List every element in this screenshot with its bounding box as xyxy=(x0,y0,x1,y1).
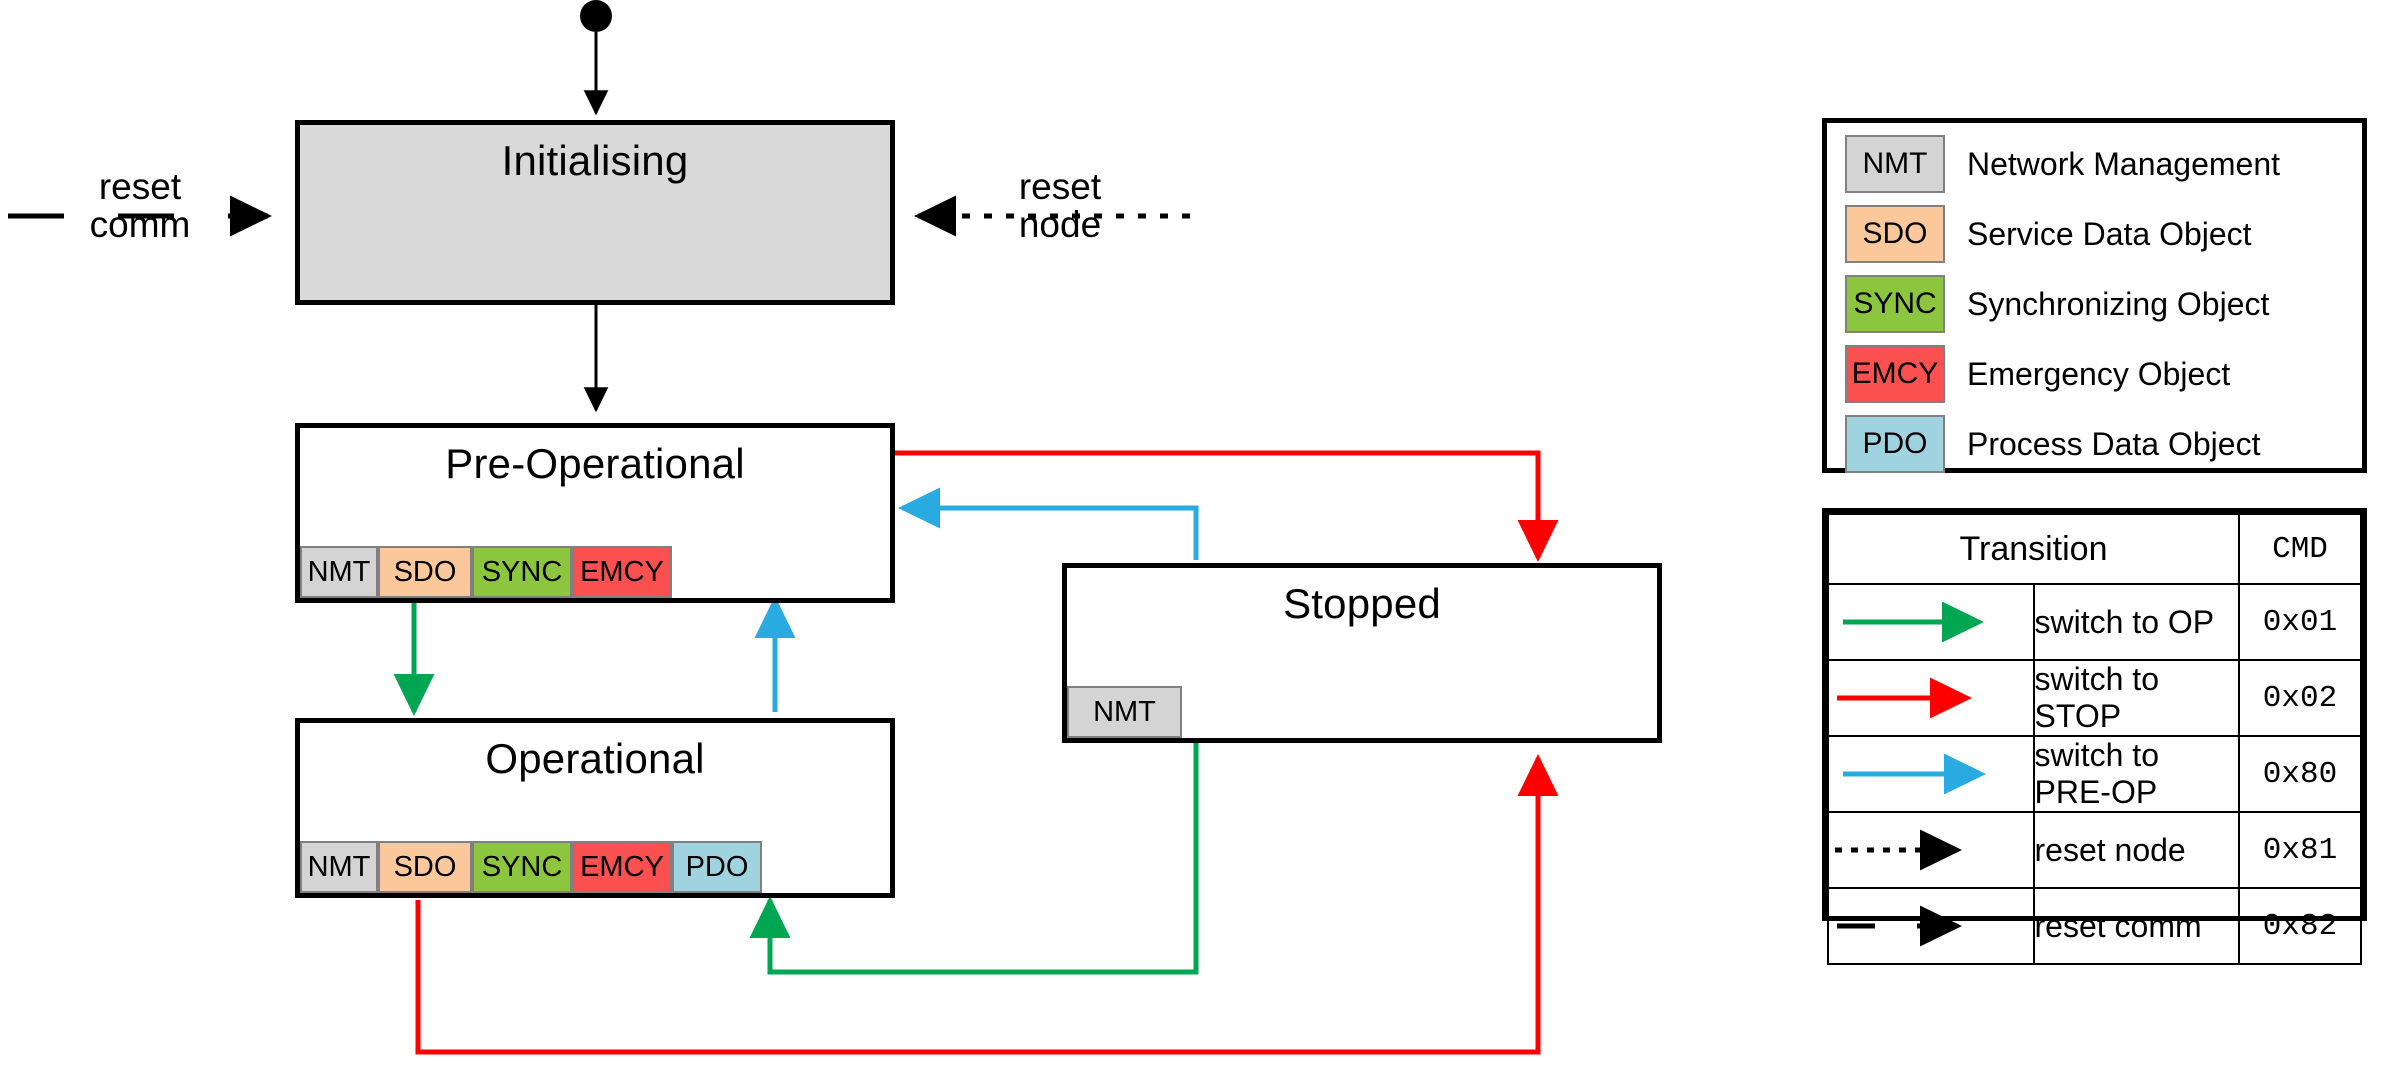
state-initialising[interactable]: Initialising xyxy=(295,120,895,305)
legend-swatch-nmt: NMT xyxy=(1845,135,1945,193)
legend-item: SDO Service Data Object xyxy=(1827,199,2362,269)
state-pre-operational-label: Pre-Operational xyxy=(445,440,745,487)
legend-label-sync: Synchronizing Object xyxy=(1967,285,2270,322)
state-operational-label: Operational xyxy=(485,735,705,782)
transition-arrow-swatch xyxy=(1827,735,2035,813)
transition-column-header: Transition xyxy=(1827,513,2240,585)
legend-item: EMCY Emergency Object xyxy=(1827,339,2362,409)
reset-comm-label-line1: reset xyxy=(98,166,182,207)
reset-node-label-line1: reset xyxy=(1018,166,1102,207)
reset-node-label-line2: node xyxy=(1018,204,1102,246)
service-chip-emcy: EMCY xyxy=(572,841,672,893)
reset-node-label: reset node xyxy=(960,166,1160,246)
state-operational[interactable]: Operational NMT SDO SYNC EMCY PDO xyxy=(295,718,895,898)
transition-table: Transition CMD switch to OP 0x01 xyxy=(1827,513,2362,965)
transition-label: reset node xyxy=(2032,811,2240,889)
legend-panel: NMT Network Management SDO Service Data … xyxy=(1822,118,2367,473)
transition-arrow-swatch xyxy=(1827,887,2035,965)
table-row: reset comm 0x82 xyxy=(1827,887,2362,965)
transition-label: switch to OP xyxy=(2032,583,2240,661)
operational-services: NMT SDO SYNC EMCY PDO xyxy=(300,841,762,893)
state-stopped[interactable]: Stopped NMT xyxy=(1062,563,1662,743)
transition-cmd: 0x01 xyxy=(2238,583,2362,661)
service-chip-nmt: NMT xyxy=(300,546,378,598)
initial-state-dot xyxy=(580,0,612,32)
state-pre-operational[interactable]: Pre-Operational NMT SDO SYNC EMCY xyxy=(295,423,895,603)
reset-comm-label-line2: comm xyxy=(89,204,191,246)
legend-item: SYNC Synchronizing Object xyxy=(1827,269,2362,339)
legend-label-sdo: Service Data Object xyxy=(1967,215,2252,252)
stopped-services: NMT xyxy=(1067,686,1182,738)
transition-arrow-swatch xyxy=(1827,583,2035,661)
service-chip-emcy: EMCY xyxy=(572,546,672,598)
table-header-row: Transition CMD xyxy=(1827,513,2362,585)
state-initialising-label: Initialising xyxy=(501,137,689,184)
transition-cmd: 0x80 xyxy=(2238,735,2362,813)
stopped-to-preop-blue-arrow xyxy=(897,487,1199,560)
reset-comm-label: reset comm xyxy=(40,166,240,246)
legend-label-emcy: Emergency Object xyxy=(1967,355,2231,392)
legend-item: PDO Process Data Object xyxy=(1827,409,2362,479)
preop-to-stopped-red-arrow xyxy=(890,450,1559,563)
legend-swatch-sdo: SDO xyxy=(1845,205,1945,263)
service-chip-nmt: NMT xyxy=(1067,686,1182,738)
legend-label-nmt: Network Management xyxy=(1967,145,2281,182)
service-chip-nmt: NMT xyxy=(300,841,378,893)
transition-cmd: 0x02 xyxy=(2238,659,2362,737)
transition-cmd: 0x82 xyxy=(2238,887,2362,965)
table-row: switch to PRE-OP 0x80 xyxy=(1827,735,2362,813)
legend-label-pdo: Process Data Object xyxy=(1967,425,2261,462)
pre-operational-services: NMT SDO SYNC EMCY xyxy=(300,546,672,598)
transition-label: switch to STOP xyxy=(2032,659,2240,737)
transition-label: reset comm xyxy=(2032,887,2240,965)
table-row: switch to STOP 0x02 xyxy=(1827,659,2362,737)
service-chip-sdo: SDO xyxy=(378,841,472,893)
table-row: reset node 0x81 xyxy=(1827,811,2362,889)
service-chip-sdo: SDO xyxy=(378,546,472,598)
legend-swatch-emcy: EMCY xyxy=(1845,345,1945,403)
state-stopped-label: Stopped xyxy=(1283,580,1441,627)
service-chip-sync: SYNC xyxy=(472,546,572,598)
transition-label: switch to PRE-OP xyxy=(2032,735,2240,813)
transition-arrow-swatch xyxy=(1827,811,2035,889)
transition-arrow-swatch xyxy=(1827,659,2035,737)
table-row: switch to OP 0x01 xyxy=(1827,583,2362,661)
service-chip-sync: SYNC xyxy=(472,841,572,893)
legend-swatch-sync: SYNC xyxy=(1845,275,1945,333)
legend-swatch-pdo: PDO xyxy=(1845,415,1945,473)
legend-item: NMT Network Management xyxy=(1827,129,2362,199)
service-chip-pdo: PDO xyxy=(672,841,762,893)
cmd-column-header: CMD xyxy=(2238,513,2362,585)
transition-table-panel: Transition CMD switch to OP 0x01 xyxy=(1822,508,2367,965)
transition-cmd: 0x81 xyxy=(2238,811,2362,889)
